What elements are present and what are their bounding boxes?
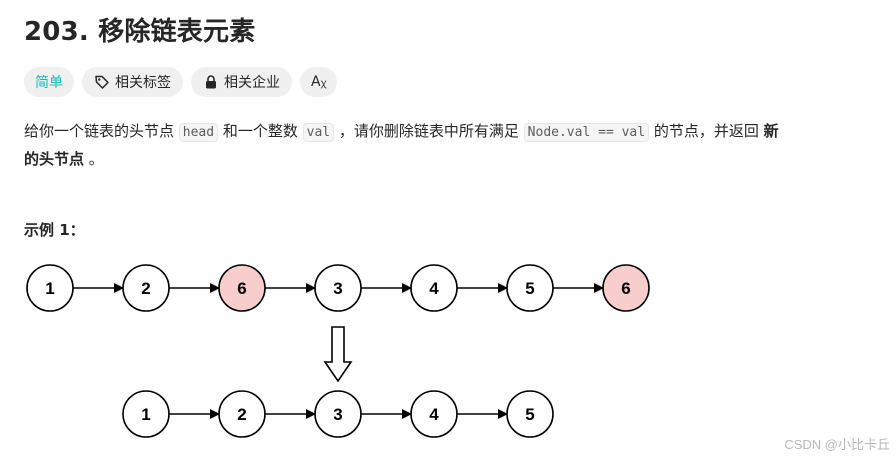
node-value: 5 [525,279,534,298]
tag-bar: 简单 相关标签 相关企业 Aꭓ [24,67,338,97]
list-node [506,264,554,312]
watermark: CSDN @小比卡丘 [784,437,890,452]
linked-list-diagram: 1 2 6 3 4 5 6 1 2 3 4 5 [26,264,650,438]
translate-button[interactable]: Aꭓ [300,67,338,97]
problem-title: 203. 移除链表元素 [24,17,256,47]
list-node [314,264,362,312]
bold-new: 新 [763,122,779,140]
node-value: 2 [237,405,246,424]
description-line-2: 的头节点 。 [24,150,104,168]
list-node [26,264,74,312]
node-value: 3 [333,405,342,424]
related-topics-label: 相关标签 [115,75,171,91]
node-value: 1 [45,279,54,298]
list-node [218,390,266,438]
transform-arrow-icon [323,326,353,383]
list-node [122,264,170,312]
node-value: 3 [333,279,342,298]
list-node [410,390,458,438]
description-line-1: 给你一个链表的头节点 head 和一个整数 val ，请你删除链表中所有满足 N… [24,122,779,142]
bold-head-node: 的头节点 [24,150,85,168]
code-condition: Node.val == val [523,123,650,142]
example-title: 示例 1： [24,221,85,239]
list-node [314,390,362,438]
node-value: 6 [621,279,630,298]
list-node [506,390,554,438]
input-linked-list: 1 2 6 3 4 5 6 [26,264,650,312]
list-node [410,264,458,312]
difficulty-badge[interactable]: 简单 [24,67,74,97]
tag-icon [95,75,109,89]
node-value: 1 [141,405,150,424]
code-head: head [178,123,219,142]
related-companies-button[interactable]: 相关企业 [191,67,292,97]
code-val: val [302,123,335,142]
node-value: 2 [141,279,150,298]
lock-icon [206,75,216,89]
node-value: 4 [429,405,439,424]
removed-node [602,264,650,312]
problem-description: 给你一个链表的头节点 head 和一个整数 val ，请你删除链表中所有满足 N… [24,118,896,172]
related-topics-button[interactable]: 相关标签 [82,67,183,97]
translate-icon: Aꭓ [311,74,327,90]
difficulty-label: 简单 [35,75,63,91]
node-value: 5 [525,405,534,424]
output-linked-list: 1 2 3 4 5 [122,390,554,438]
related-companies-label: 相关企业 [224,75,280,91]
node-value: 4 [429,279,439,298]
removed-node [218,264,266,312]
list-node [122,390,170,438]
node-value: 6 [237,279,246,298]
